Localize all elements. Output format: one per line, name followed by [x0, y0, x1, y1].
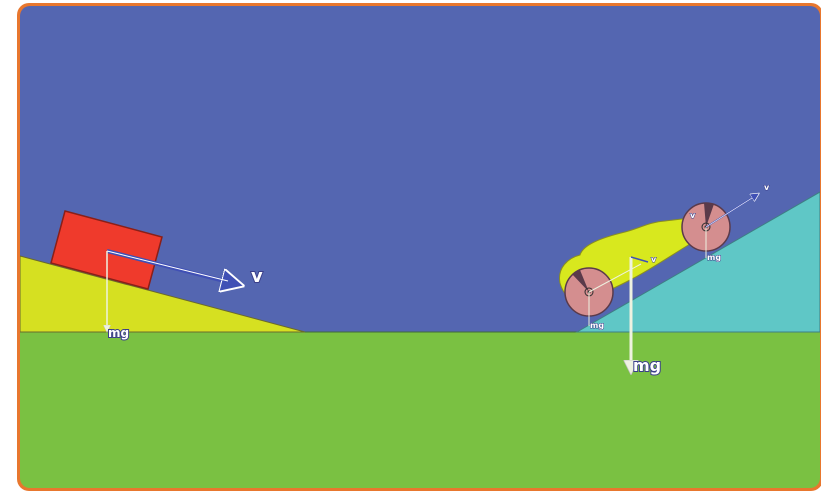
- right-ramp: [575, 191, 820, 333]
- ground: [20, 332, 820, 488]
- block[interactable]: [50, 210, 163, 290]
- front-wheel-velocity-highlight: [705, 197, 753, 228]
- front-wheel-velocity-label: v: [764, 183, 770, 192]
- car-gravity-label: mg: [633, 356, 661, 375]
- car-velocity-arrow: [630, 256, 649, 263]
- left-ramp: [20, 255, 306, 333]
- rear-wheel-spoke-marker: [572, 270, 589, 292]
- rear-wheel-gravity-label: mg: [590, 321, 604, 330]
- rear-wheel-velocity-label: v: [690, 211, 696, 220]
- block-gravity-label: mg: [108, 326, 129, 340]
- car-velocity-label: v: [651, 255, 657, 264]
- block-body[interactable]: [50, 210, 163, 290]
- front-wheel-gravity-label: mg: [707, 253, 721, 262]
- rear-wheel-velocity-arrow: [588, 263, 642, 293]
- block-velocity-label: v: [251, 266, 263, 287]
- block-velocity-arrow-highlight: [106, 250, 229, 282]
- front-wheel-spoke-marker: [704, 202, 714, 227]
